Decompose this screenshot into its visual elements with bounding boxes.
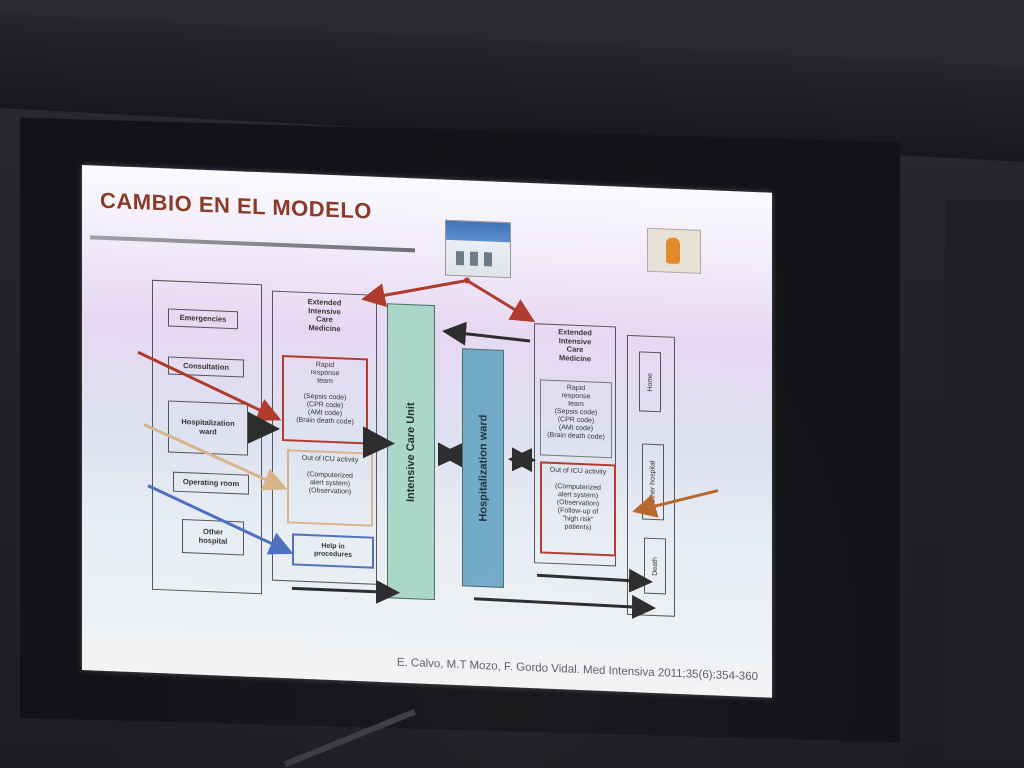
diagram-arrows — [137, 277, 719, 619]
arrow-ward-to-destinations — [536, 568, 653, 593]
top-red-arrows — [361, 277, 536, 323]
tan-diagonal-arrow — [143, 423, 288, 491]
red-arrow-to-right-eicm — [466, 279, 536, 323]
blue-diagonal-arrow — [147, 484, 294, 555]
red-arrow-origin — [464, 277, 470, 284]
double-arrow-ward-eicm — [508, 447, 536, 473]
arrow-right-eicm-to-icu — [442, 321, 531, 346]
red-arrow-to-left-eicm — [361, 278, 468, 308]
wall-panel — [945, 200, 1024, 760]
red-diagonal-arrow — [137, 350, 282, 421]
projected-slide: CAMBIO EN EL MODELO Emergencies Consulta… — [82, 165, 772, 698]
orange-diagonal-arrow — [632, 489, 719, 518]
arrow-bottom-left — [292, 579, 400, 604]
care-model-diagram: Emergencies Consultation Hospitalization… — [82, 165, 772, 698]
arrow-icu-to-destinations — [473, 594, 656, 619]
